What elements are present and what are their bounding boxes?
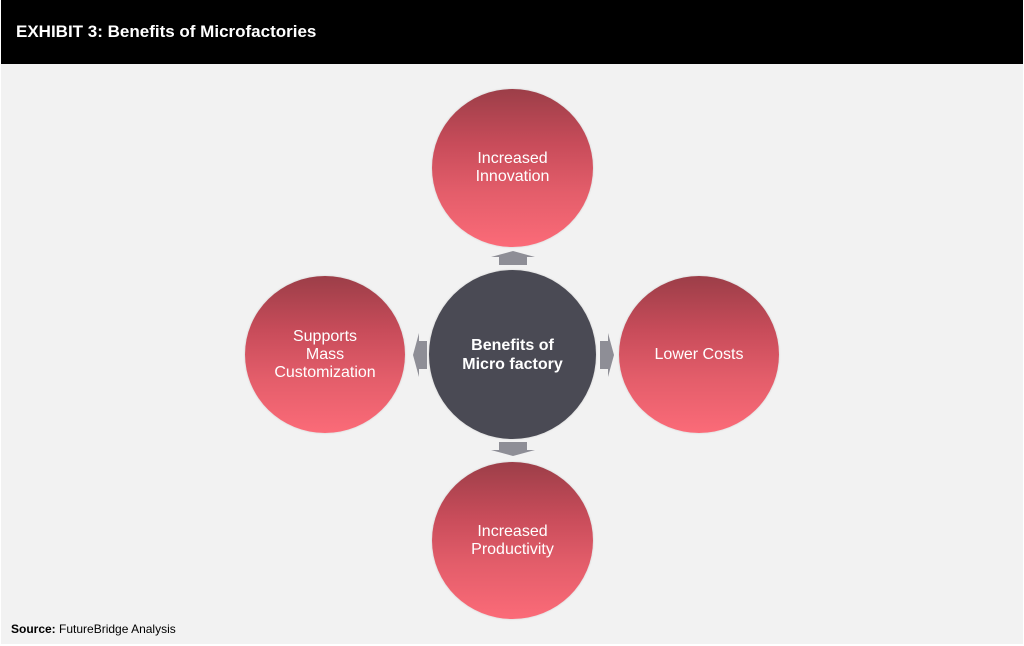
node-increased-innovation: Increased Innovation: [432, 89, 593, 247]
exhibit-title: EXHIBIT 3: Benefits of Microfactories: [16, 22, 317, 41]
node-increased-productivity: Increased Productivity: [432, 462, 593, 619]
source-label: Source:: [11, 622, 56, 636]
arrow-down-icon: [491, 442, 535, 456]
node-label: Supports Mass Customization: [274, 327, 376, 381]
arrow-up-icon: [491, 251, 535, 265]
center-node: Benefits of Micro factory: [429, 270, 596, 439]
arrow-left-icon: [413, 333, 427, 377]
arrow-right-icon: [600, 333, 614, 377]
node-label: Lower Costs: [654, 345, 744, 363]
center-label: Benefits of Micro factory: [462, 336, 563, 373]
source-note: Source: FutureBridge Analysis: [11, 622, 176, 636]
node-lower-costs: Lower Costs: [619, 276, 779, 433]
node-label: Increased Innovation: [475, 150, 550, 185]
exhibit-header: EXHIBIT 3: Benefits of Microfactories: [1, 0, 1023, 64]
node-label: Increased Productivity: [471, 522, 554, 558]
node-mass-customization: Supports Mass Customization: [245, 276, 405, 433]
source-text: FutureBridge Analysis: [55, 622, 176, 636]
